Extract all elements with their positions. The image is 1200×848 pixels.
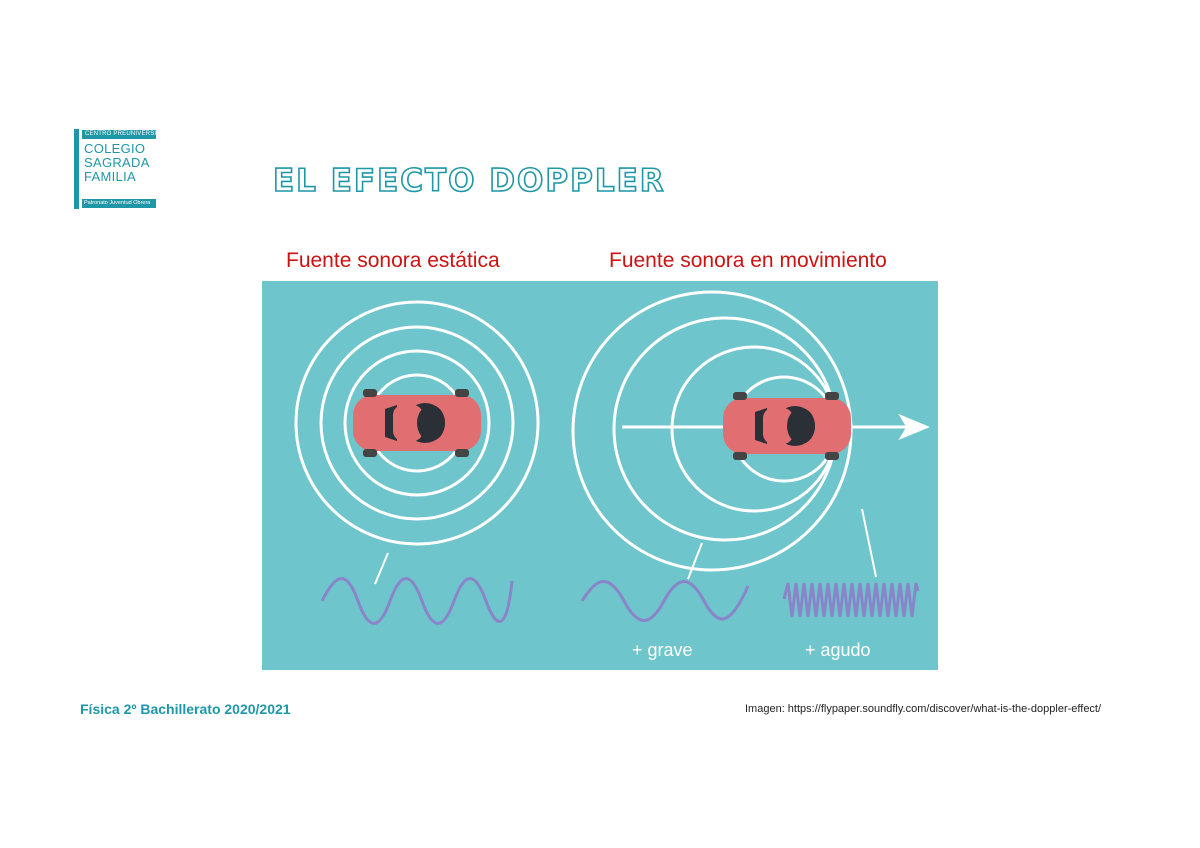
sound-waves [320,577,920,625]
moving-car-icon [723,392,851,460]
logo-bar [74,129,79,209]
doppler-diagram [262,281,938,670]
course-footer: Física 2º Bachillerato 2020/2021 [80,701,291,717]
logo-line-3: FAMILIA [84,169,136,184]
static-car-icon [353,389,481,457]
static-sound-rings [294,300,540,546]
doppler-illustration [294,290,930,625]
static-source-title: Fuente sonora estática [286,249,500,272]
agudo-wave [782,582,920,618]
logo-bottom-text: Patronato Juventud Obrera [82,199,156,208]
moving-source-title: Fuente sonora en movimiento [609,249,887,272]
agudo-label: + agudo [805,640,871,660]
pointer-lines [374,508,877,585]
page-title: EL EFECTO DOPPLER [272,162,666,200]
grave-label: + grave [632,640,693,660]
logo-line-1: COLEGIO [84,141,146,156]
static-wave [320,577,514,625]
grave-wave [580,580,750,622]
logo-top-text: CENTRO PREUNIVERSITARIO [82,130,156,139]
image-source-credit: Imagen: https://flypaper.soundfly.com/di… [745,703,1102,715]
school-logo: CENTRO PREUNIVERSITARIO COLEGIO SAGRADA … [74,129,156,209]
logo-line-2: SAGRADA [84,155,150,170]
